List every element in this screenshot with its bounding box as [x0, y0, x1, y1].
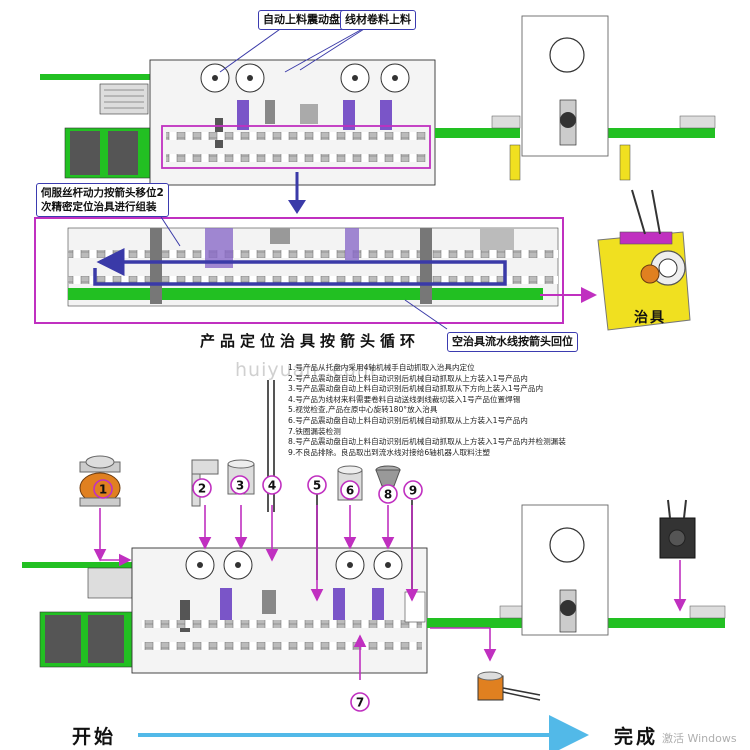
step-note: 7.铁圈漏装检测 [288, 426, 341, 436]
fixture-illustration [597, 189, 691, 331]
step-marker-circle [403, 480, 423, 500]
step-marker-circle [350, 692, 370, 712]
step-marker-number: 9 [409, 484, 417, 498]
step-note: 5.视觉检查,产品在原中心旋转180°放入治具 [288, 405, 438, 415]
step-note: 3.号产品震动盘自动上料自动识别后机械自动抓取从下方向上装入1号产品内 [288, 384, 544, 394]
bottom-machine [22, 504, 726, 674]
step-note: 1.号产品从托盘内采用4轴机械手自动抓取入治具内定位 [288, 363, 475, 372]
watermark: huiyuan .com [235, 359, 376, 381]
fixture-label: 治具 [634, 310, 666, 326]
flow-arrow-down [288, 172, 306, 214]
top-callouts [219, 21, 376, 73]
fixture-cycle-arrow [93, 248, 507, 286]
top-fixture-loop [161, 125, 431, 169]
step-marker-circle [230, 475, 250, 495]
step-marker-number: 5 [313, 479, 321, 493]
step-marker-number: 3 [236, 479, 244, 493]
step-marker-circle [378, 484, 398, 504]
step-marker-circle [192, 478, 212, 498]
step-marker-circle [307, 475, 327, 495]
step-marker-circle [93, 479, 113, 499]
step-marker-circle [262, 475, 282, 495]
top-left-feed-conveyor [40, 74, 150, 80]
zoomed-green-return-conveyor [68, 288, 543, 300]
start-label: 开始 [72, 726, 117, 748]
step-note: 6.号产品震动盘自动上料自动识别后机械自动抓取从上方装入1号产品内 [288, 415, 528, 425]
step-note: 4.号产品为线材来料需要卷料自动送线剥线裁切装入1号产品位置焊锡 [288, 394, 521, 404]
step-marker-number: 7 [356, 696, 364, 710]
step-note: 8.号产品震动盘自动上料自动识别后机械自动抓取从上方装入1号产品内并检测漏装 [288, 437, 566, 447]
step-marker-number: 1 [99, 483, 107, 497]
step-note: 2.号产品震动盘自动上料自动识别后机械自动抓取从上方装入1号产品内 [288, 373, 528, 383]
step-markers: 1 2 3 4 5 6 7 8 9 [93, 475, 423, 712]
cycle-title: 产品定位治具按箭头循环 [200, 332, 421, 350]
zoomed-fixture-detail [34, 199, 597, 330]
top-machine [40, 15, 716, 186]
callout-return-note: 空治具流水线按箭头回位 [447, 332, 578, 352]
step-note: 9.不良品排除。良品取出到流水线对接给6轴机器人取料注塑 [288, 447, 490, 457]
step-marker-number: 2 [198, 482, 206, 496]
output-parts [477, 499, 696, 701]
step-marker-number: 8 [384, 488, 392, 502]
part-feed-arrows [93, 505, 687, 680]
windows-activation-mark: 激活 Windows [662, 732, 737, 745]
step-marker-circle [340, 480, 360, 500]
finish-label: 完成 [614, 726, 659, 748]
callout-servo-note: 伺服丝杆动力按箭头移位2 次精密定位治具进行组装 [36, 183, 169, 217]
step-marker-number: 4 [268, 479, 276, 493]
process-steps: 1.号产品从托盘内采用4轴机械手自动抓取入治具内定位 2.号产品震动盘自动上料自… [288, 363, 588, 458]
step-marker-number: 6 [346, 484, 354, 498]
callout-vibration-feeder: 自动上料震动盘 [258, 10, 345, 30]
callout-wire-reel-feed: 线材卷料上料 [340, 10, 416, 30]
